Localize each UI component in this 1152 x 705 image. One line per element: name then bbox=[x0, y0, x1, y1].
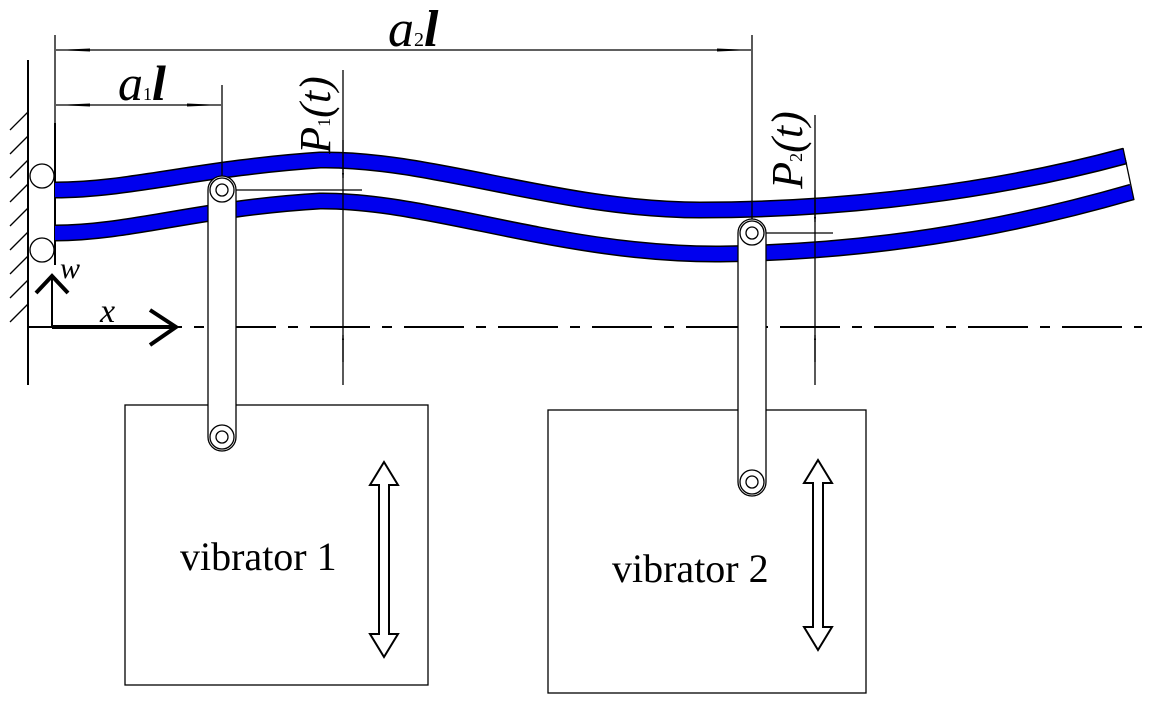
wall-hatch bbox=[9, 183, 29, 203]
link-rod-2 bbox=[737, 218, 767, 497]
wall-hatch bbox=[9, 111, 29, 131]
dimension-a2l: a2l bbox=[54, 1, 753, 225]
svg-text:P2(t): P2(t) bbox=[763, 111, 812, 189]
double-arrow-icon bbox=[802, 458, 834, 652]
dimension-a1l: a1l bbox=[56, 55, 223, 180]
flexible-beam bbox=[54, 147, 1135, 263]
wall-hatch bbox=[9, 255, 29, 275]
svg-text:a1l: a1l bbox=[118, 55, 166, 111]
vibrator-1: vibrator 1 bbox=[124, 175, 429, 686]
force-p1: P1(t) bbox=[222, 70, 362, 385]
wall-hatch bbox=[9, 279, 29, 299]
wall-hatch bbox=[9, 231, 29, 251]
vibrator-1-label: vibrator 1 bbox=[180, 534, 337, 579]
support-roller-top bbox=[29, 163, 55, 189]
force-p2: P2(t) bbox=[752, 111, 833, 385]
fixed-wall bbox=[9, 60, 56, 385]
vibrator-2-label: vibrator 2 bbox=[612, 546, 769, 591]
svg-text:a2l: a2l bbox=[388, 1, 439, 58]
wall-hatch bbox=[9, 207, 29, 227]
vibrator-2: vibrator 2 bbox=[547, 218, 867, 694]
double-arrow-icon bbox=[368, 460, 400, 659]
svg-text:P1(t): P1(t) bbox=[291, 76, 340, 154]
x-axis-label: x bbox=[99, 293, 115, 330]
wall-hatch bbox=[9, 159, 29, 179]
support-roller-bottom bbox=[29, 237, 55, 263]
coordinate-axes: w x bbox=[34, 252, 180, 347]
w-axis-label: w bbox=[60, 252, 80, 285]
wall-hatch bbox=[9, 303, 29, 323]
wall-hatch bbox=[9, 135, 29, 155]
link-rod-1 bbox=[207, 175, 237, 452]
